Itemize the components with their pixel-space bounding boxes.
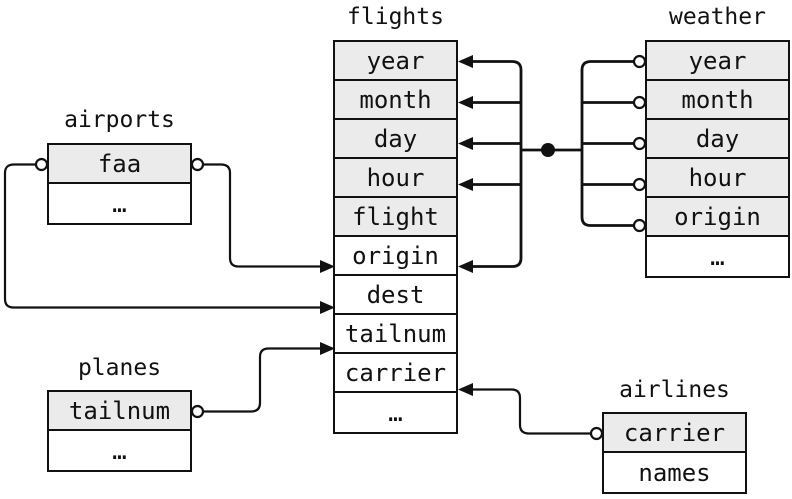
field-flights-month: month [335,81,456,120]
table-airports: faa … [47,143,192,225]
table-flights: year month day hour flight origin dest t… [333,40,458,434]
table-weather: year month day hour origin … [645,40,790,278]
field-weather-more: … [647,237,788,276]
table-planes: tailnum … [47,390,192,472]
arrowhead-day [458,137,473,150]
field-flights-hour: hour [335,159,456,198]
field-flights-carrier: carrier [335,354,456,393]
field-airports-more: … [49,184,190,223]
field-weather-origin: origin [647,198,788,237]
table-airlines: carrier names [602,412,747,494]
arrowhead-origin-right [458,260,473,273]
one-end-weather-hour [632,177,647,192]
field-planes-more: … [49,431,190,470]
connector-airlines-carrier [458,383,604,441]
table-title-planes: planes [77,355,162,381]
table-title-airlines: airlines [619,377,730,403]
field-flights-flight: flight [335,198,456,237]
arrowhead-year [458,55,473,68]
field-flights-dest: dest [335,276,456,315]
field-airports-faa: faa [49,145,190,184]
field-planes-tailnum: tailnum [49,392,190,431]
arrowhead-carrier [458,383,473,396]
weather-side-bus [580,60,634,227]
table-title-flights: flights [347,4,444,30]
field-weather-year: year [647,42,788,81]
one-end-weather-day [632,136,647,151]
field-airlines-names: names [604,453,745,492]
table-title-airports: airports [64,107,175,133]
field-flights-day: day [335,120,456,159]
connector-weather-flights [458,54,647,273]
one-end-planes-tailnum [190,404,205,419]
junction-dot [541,143,555,157]
field-weather-hour: hour [647,159,788,198]
one-end-airports-faa-left [34,157,49,172]
airports-origin-line [203,163,322,268]
table-title-weather: weather [669,4,766,30]
field-flights-origin: origin [335,237,456,276]
connector-airports-origin [190,157,335,273]
arrowhead-hour [458,178,473,191]
field-flights-more: … [335,393,456,432]
one-end-weather-month [632,95,647,110]
arrowhead-month [458,96,473,109]
one-end-airports-faa-right [190,157,205,172]
field-weather-month: month [647,81,788,120]
one-end-weather-origin [632,218,647,233]
field-weather-day: day [647,120,788,159]
connector-planes-tailnum [190,342,335,419]
planes-tailnum-line [203,347,322,413]
one-end-weather-year [632,54,647,69]
field-flights-tailnum: tailnum [335,315,456,354]
airlines-carrier-line [472,388,591,435]
one-end-airlines-carrier [589,426,604,441]
flights-side-bus [470,60,523,268]
field-flights-year: year [335,42,456,81]
field-airlines-carrier: carrier [604,414,745,453]
